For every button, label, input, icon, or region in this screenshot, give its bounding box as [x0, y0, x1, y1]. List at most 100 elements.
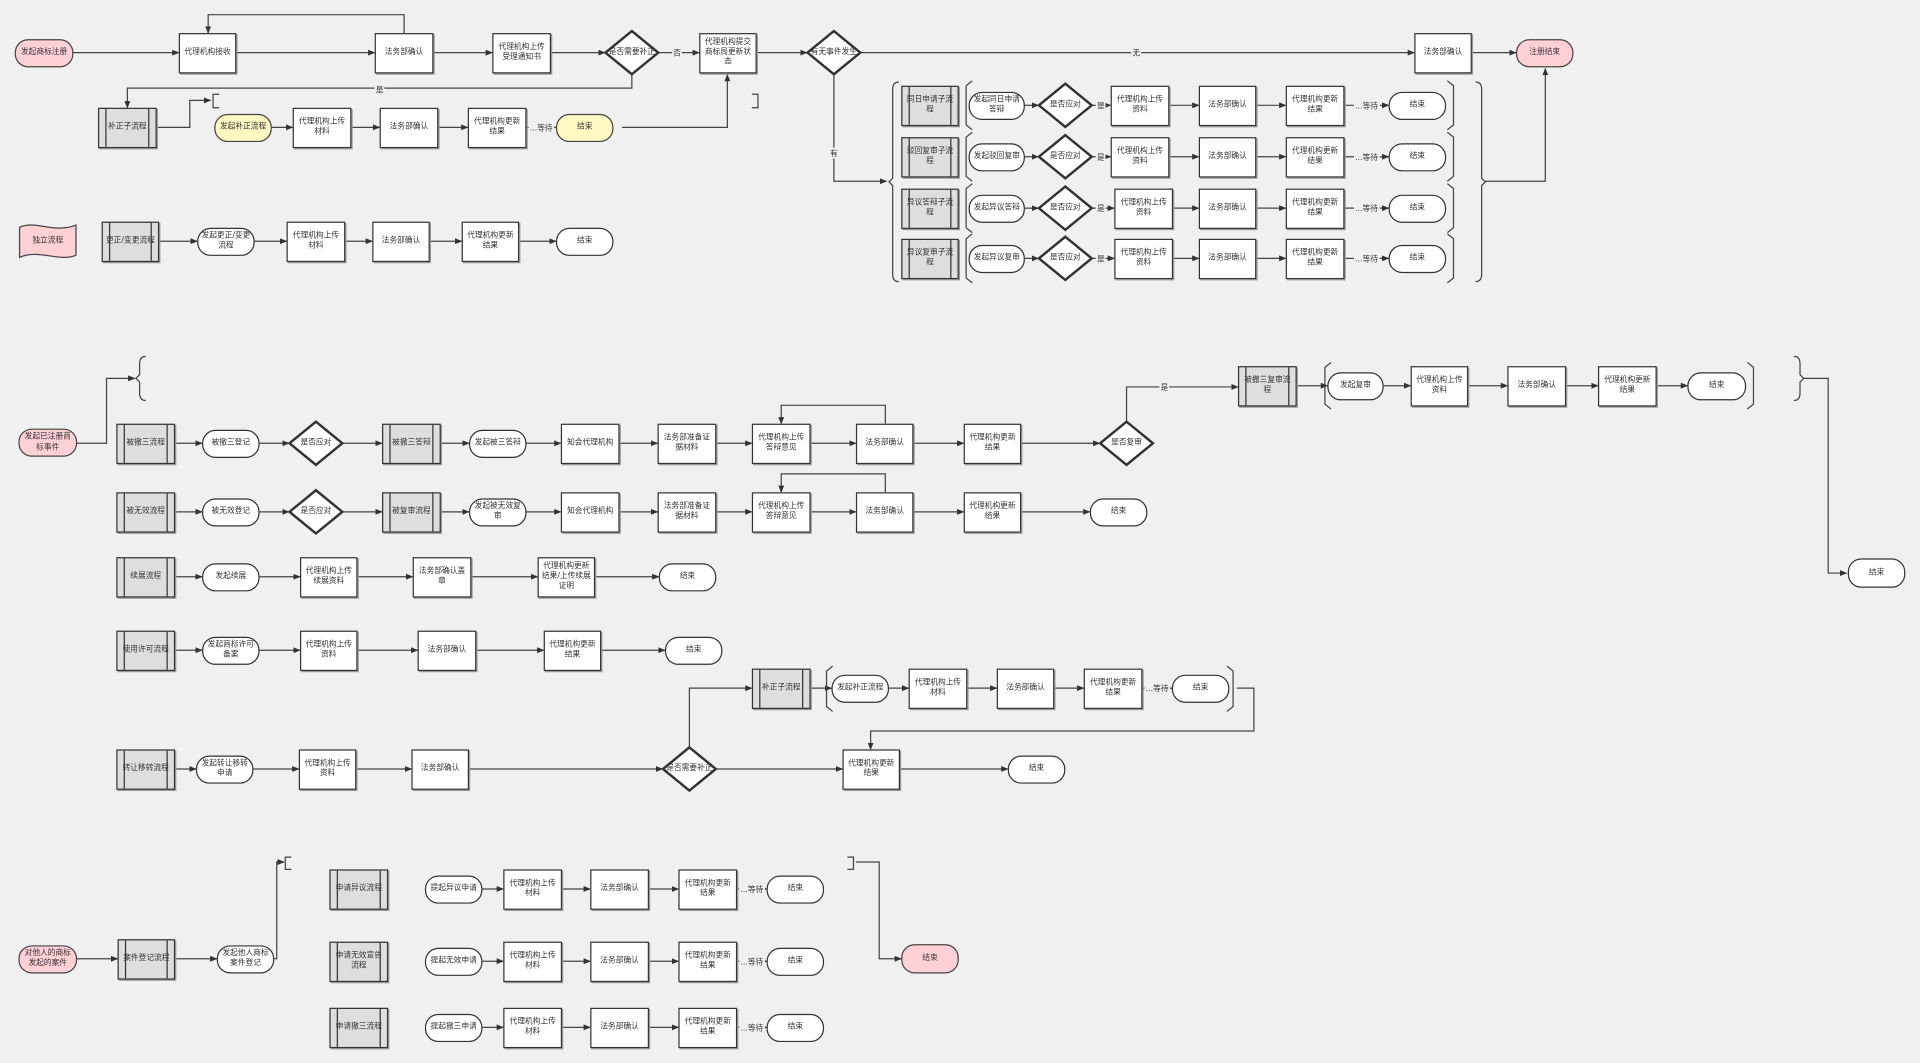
decision-diamond-r1f[interactable]: 有无事件发生	[807, 31, 861, 75]
process-box-d4[interactable]: 代理机构更新结果	[543, 630, 602, 671]
process-box-e1_3[interactable]: 代理机构上传资料	[1110, 85, 1170, 126]
subprocess-box-t0[interactable]: 转让移转流程	[116, 748, 176, 790]
decision-diamond-r1d[interactable]: 是否需要补正	[605, 31, 659, 75]
subprocess-box-f0[interactable]: 案件登记流程	[117, 938, 176, 979]
subprocess-box-a3[interactable]: 被撤三答辩	[382, 423, 441, 464]
process-box-b9[interactable]: 代理机构更新结果	[963, 491, 1022, 533]
decision-diamond-a2[interactable]: 是否应对	[289, 421, 343, 465]
process-box-r1b[interactable]: 法务部确认	[374, 32, 434, 73]
terminal-pill-bz1[interactable]: 发起补正流程	[214, 113, 272, 142]
terminal-pill-e4_1[interactable]: 发起异议复审	[968, 244, 1025, 273]
process-box-e2_3[interactable]: 代理机构上传资料	[1110, 136, 1170, 177]
subprocess-box-bzsub[interactable]: 补正子流程	[97, 107, 157, 148]
process-box-gz3[interactable]: 法务部确认	[372, 221, 430, 262]
terminal-pill-e4_6[interactable]: 结束	[1388, 244, 1447, 273]
terminal-pill-b10[interactable]: 结束	[1089, 497, 1148, 526]
subprocess-box-g2_0[interactable]: 申请无效宣告流程	[329, 941, 389, 982]
terminal-pill-rs5[interactable]: 结束	[1687, 371, 1747, 400]
process-box-a7[interactable]: 代理机构上传答辩意见	[751, 423, 811, 464]
process-box-tb3[interactable]: 法务部确认	[996, 667, 1055, 709]
terminal-pill-b1[interactable]: 被无效登记	[202, 497, 260, 526]
process-box-r1a[interactable]: 代理机构接收	[178, 32, 237, 73]
process-box-rs2[interactable]: 代理机构上传资料	[1410, 365, 1469, 406]
process-box-a8[interactable]: 法务部确认	[855, 423, 914, 464]
subprocess-box-e1_0[interactable]: 同日申请子流程	[901, 85, 959, 126]
process-box-gz4[interactable]: 代理机构更新结果	[461, 221, 520, 262]
process-box-b7[interactable]: 代理机构上传答辩意见	[751, 491, 811, 533]
subprocess-box-rs0[interactable]: 被撤三复审流程	[1237, 365, 1297, 406]
subprocess-box-e3_0[interactable]: 异议答辩子流程	[901, 187, 959, 229]
terminal-pill-tb5[interactable]: 结束	[1171, 674, 1230, 703]
process-box-c3[interactable]: 法务部确认盖章	[412, 556, 472, 597]
decision-diamond-b2[interactable]: 是否应对	[289, 490, 343, 534]
process-box-g3_2[interactable]: 代理机构上传材料	[503, 1007, 563, 1048]
process-box-rs3[interactable]: 法务部确认	[1507, 365, 1567, 406]
terminal-pill-rs1[interactable]: 发起复审	[1327, 371, 1384, 400]
decision-diamond-e4_2[interactable]: 是否应对	[1038, 236, 1092, 280]
process-box-e4_5[interactable]: 代理机构更新结果	[1285, 238, 1345, 279]
process-box-t3[interactable]: 法务部确认	[411, 748, 469, 790]
subprocess-box-tb0[interactable]: 补正子流程	[751, 667, 811, 709]
process-box-g2_3[interactable]: 法务部确认	[590, 941, 649, 982]
subprocess-box-b3[interactable]: 被复审流程	[382, 491, 441, 533]
subprocess-box-d0[interactable]: 使用许可流程	[116, 630, 176, 671]
process-box-b8[interactable]: 法务部确认	[855, 491, 914, 533]
process-box-r1e[interactable]: 代理机构提交商标局更新状态	[699, 32, 757, 73]
process-box-g1_3[interactable]: 法务部确认	[590, 868, 649, 910]
start-end-pill-s3[interactable]: 对他人的商标发起的案件	[18, 944, 78, 973]
subprocess-box-g3_0[interactable]: 申请撤三流程	[329, 1007, 389, 1048]
process-box-d3[interactable]: 法务部确认	[417, 630, 477, 671]
subprocess-box-c0[interactable]: 续展流程	[116, 556, 176, 597]
process-box-g2_2[interactable]: 代理机构上传材料	[503, 941, 563, 982]
subprocess-box-e2_0[interactable]: 驳回复审子流程	[901, 136, 959, 177]
terminal-pill-f1[interactable]: 发起他人商标案件登记	[216, 944, 275, 973]
terminal-pill-e1_6[interactable]: 结束	[1388, 91, 1447, 120]
terminal-pill-e2_6[interactable]: 结束	[1388, 142, 1447, 171]
process-box-c2[interactable]: 代理机构上传续展资料	[300, 556, 358, 597]
terminal-pill-t1[interactable]: 发起转让移转申请	[195, 754, 254, 784]
process-box-g3_4[interactable]: 代理机构更新结果	[678, 1007, 738, 1048]
terminal-pill-c1[interactable]: 发起续展	[202, 562, 260, 591]
terminal-pill-a4[interactable]: 发起被三答辩	[468, 429, 527, 458]
subprocess-box-b0[interactable]: 被无效流程	[116, 491, 176, 533]
process-box-gz2[interactable]: 代理机构上传材料	[286, 221, 346, 262]
terminal-pill-g1_1[interactable]: 提起异议申请	[424, 874, 483, 904]
process-box-bz2[interactable]: 代理机构上传材料	[292, 107, 352, 148]
document-shape-gzstart[interactable]: 独立流程	[18, 223, 77, 260]
terminal-pill-c5[interactable]: 结束	[658, 562, 717, 591]
process-box-e3_5[interactable]: 代理机构更新结果	[1285, 187, 1345, 229]
terminal-pill-b4[interactable]: 发起被无效复审	[468, 497, 527, 526]
process-box-e4_4[interactable]: 法务部确认	[1198, 238, 1257, 279]
subprocess-box-a0[interactable]: 被撤三流程	[116, 423, 176, 464]
terminal-pill-e1_1[interactable]: 发起同日申请答辩	[968, 91, 1025, 120]
process-box-r1g[interactable]: 法务部确认	[1414, 32, 1472, 73]
process-box-a9[interactable]: 代理机构更新结果	[963, 423, 1022, 464]
process-box-tb4[interactable]: 代理机构更新结果	[1083, 667, 1143, 709]
terminal-pill-e3_6[interactable]: 结束	[1388, 194, 1447, 223]
start-end-pill-fEnd[interactable]: 结束	[901, 944, 959, 974]
process-box-d2[interactable]: 代理机构上传资料	[300, 630, 358, 671]
process-box-e3_3[interactable]: 代理机构上传资料	[1114, 187, 1174, 229]
process-box-e3_4[interactable]: 法务部确认	[1198, 187, 1257, 229]
terminal-pill-g3_5[interactable]: 结束	[766, 1013, 825, 1042]
terminal-pill-g2_5[interactable]: 结束	[766, 947, 825, 976]
terminal-pill-t6[interactable]: 结束	[1007, 754, 1066, 784]
terminal-pill-e3_1[interactable]: 发起异议答辩	[968, 194, 1025, 223]
process-box-r1c[interactable]: 代理机构上传受理通知书	[492, 32, 552, 73]
terminal-pill-tb1[interactable]: 发起补正流程	[831, 674, 889, 703]
subprocess-box-gzsub[interactable]: 更正/变更流程	[101, 221, 160, 262]
process-box-t2[interactable]: 代理机构上传资料	[298, 748, 357, 790]
process-box-a6[interactable]: 法务部准备证据材料	[657, 423, 717, 464]
start-end-pill-r1end[interactable]: 注册结束	[1515, 38, 1574, 67]
process-box-e4_3[interactable]: 代理机构上传资料	[1114, 238, 1174, 279]
subprocess-box-g1_0[interactable]: 申请异议流程	[329, 868, 389, 910]
process-box-tb2[interactable]: 代理机构上传材料	[908, 667, 968, 709]
terminal-pill-gz1[interactable]: 发起更正/变更流程	[197, 227, 255, 256]
process-box-e1_5[interactable]: 代理机构更新结果	[1285, 85, 1345, 126]
terminal-pill-g3_1[interactable]: 提起撤三申请	[424, 1013, 483, 1042]
terminal-pill-a1[interactable]: 被撤三登记	[202, 429, 260, 458]
decision-diamond-a10[interactable]: 是否复审	[1100, 421, 1154, 465]
process-box-g1_2[interactable]: 代理机构上传材料	[503, 868, 563, 910]
process-box-bz3[interactable]: 法务部确认	[379, 107, 439, 148]
process-box-g3_3[interactable]: 法务部确认	[590, 1007, 649, 1048]
